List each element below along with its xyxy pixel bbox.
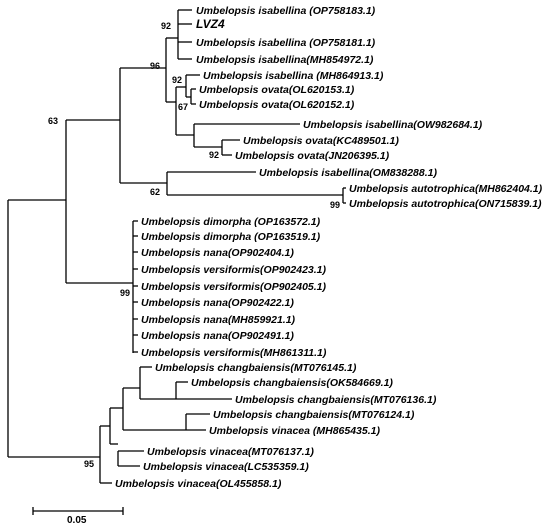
taxon-label: Umbelopsis ovata(KC489501.1) [243,135,399,147]
bootstrap-value: 96 [150,61,160,71]
taxon-label: Umbelopsis vinacea(MT076137.1) [147,446,314,458]
bootstrap-value: 99 [330,200,340,210]
taxon-label: Umbelopsis autotrophica(ON715839.1) [349,198,542,210]
taxon-label: Umbelopsis vinacea (MH865435.1) [209,425,380,437]
taxon-label: Umbelopsis isabellina (OP758183.1) [196,5,376,17]
scale-bar [32,507,124,515]
taxon-label: Umbelopsis changbaiensis(MT076124.1) [213,409,415,421]
taxon-label: Umbelopsis ovata(OL620153.1) [199,84,355,96]
taxon-label: Umbelopsis isabellina (OP758181.1) [196,37,376,49]
taxon-label: Umbelopsis dimorpha (OP163519.1) [141,231,321,243]
bootstrap-value: 92 [161,21,171,31]
bootstrap-value: 95 [84,459,94,469]
taxon-label: Umbelopsis vinacea(LC535359.1) [143,461,309,473]
taxon-label: Umbelopsis nana(OP902422.1) [141,297,294,309]
taxon-label: Umbelopsis dimorpha (OP163572.1) [141,216,321,228]
taxon-label: Umbelopsis vinacea(OL455858.1) [115,478,282,490]
taxon-label: Umbelopsis versiformis(OP902405.1) [141,281,327,293]
bootstrap-value: 63 [48,116,58,126]
taxon-label: Umbelopsis nana(OP902491.1) [141,330,294,342]
taxon-label: Umbelopsis ovata(OL620152.1) [199,99,355,111]
taxon-label: Umbelopsis isabellina(OW982684.1) [303,119,483,131]
bootstrap-value: 62 [150,187,160,197]
taxon-label-focal: LVZ4 [196,17,225,31]
taxon-label: Umbelopsis autotrophica(MH862404.1) [349,183,543,195]
taxon-label: Umbelopsis ovata(JN206395.1) [235,150,390,162]
taxon-label: Umbelopsis isabellina (MH864913.1) [203,70,384,82]
bootstrap-value: 67 [178,102,188,112]
bootstrap-value: 99 [120,288,130,298]
taxon-label: Umbelopsis isabellina(OM838288.1) [259,167,437,179]
taxon-label: Umbelopsis changbaiensis(MT076136.1) [235,394,437,406]
taxon-label: Umbelopsis changbaiensis(MT076145.1) [155,362,357,374]
taxon-label: Umbelopsis versiformis(OP902423.1) [141,264,327,276]
taxon-label: Umbelopsis versiformis(MH861311.1) [141,347,327,359]
taxon-label: Umbelopsis changbaiensis(OK584669.1) [191,377,393,389]
bootstrap-value: 92 [172,75,182,85]
scale-bar-label: 0.05 [67,515,87,526]
tree-branches [7,9,346,515]
taxon-labels: Umbelopsis isabellina (OP758183.1) LVZ4 … [115,5,543,490]
bootstrap-value: 92 [209,150,219,160]
taxon-label: Umbelopsis nana(MH859921.1) [141,314,296,326]
bootstrap-values: 92 96 92 67 63 92 62 99 99 95 [48,21,340,469]
taxon-label: Umbelopsis nana(OP902404.1) [141,247,294,259]
taxon-label: Umbelopsis isabellina(MH854972.1) [196,54,374,66]
